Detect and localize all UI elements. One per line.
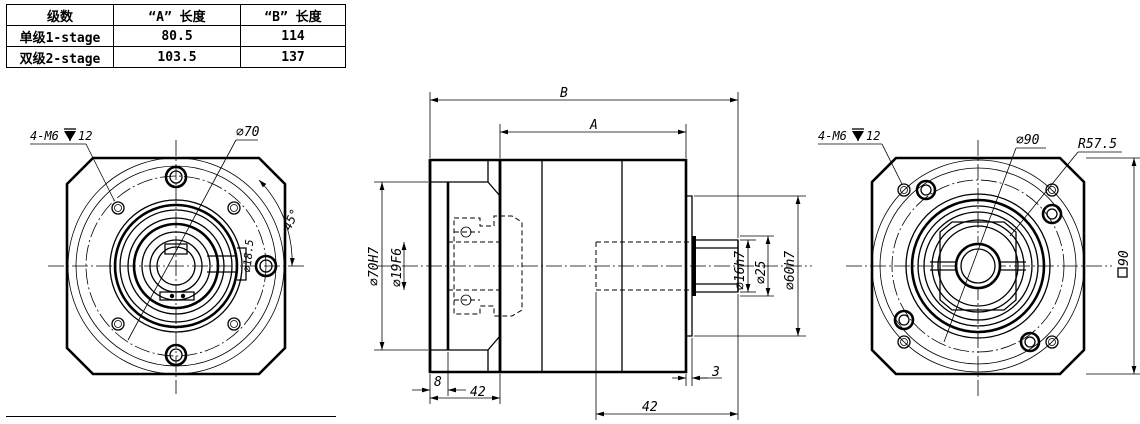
right-end-view: 4-M6 12 ⌀90 R57.5 90 — [818, 128, 1140, 396]
dia-shoulder-label: ⌀25 — [754, 260, 769, 284]
dim-42-right-label: 42 — [642, 400, 658, 415]
left-thread-label: 4-M6 — [30, 129, 59, 143]
dia-pilot-label: ⌀70H7 — [367, 247, 382, 286]
table-cell: 103.5 — [113, 46, 241, 68]
bottom-rule — [6, 416, 336, 417]
angle-label: 45° — [280, 207, 302, 233]
dia-spigot-label: ⌀60h7 — [783, 251, 798, 290]
table-row: 双级2-stage 103.5 137 — [6, 46, 346, 68]
dim-a-label: A — [589, 118, 598, 133]
dia-bore-label: ⌀19F6 — [390, 248, 405, 287]
dia-shaft-label: ⌀16h7 — [733, 251, 748, 290]
dim-42-left-label: 42 — [470, 385, 486, 400]
dim-3-label: 3 — [711, 365, 720, 380]
table-cell: 80.5 — [113, 25, 241, 47]
left-front-view: ⌀18.5 4-M6 12 ⌀70 45° — [30, 125, 306, 394]
table-cell: 137 — [240, 46, 346, 68]
spec-table: 级数 “A” 长度 “B” 长度 单级1-stage 80.5 114 双级2-… — [6, 4, 346, 68]
side-view: B A ⌀70H7 ⌀19F6 ⌀16h7 ⌀25 ⌀60h7 8 — [367, 86, 812, 420]
right-thread-depth: 12 — [866, 129, 880, 143]
left-pcd-label: ⌀70 — [236, 125, 260, 140]
dim-8-label: 8 — [434, 375, 442, 390]
dim-b-label: B — [560, 86, 568, 101]
right-thread-label: 4-M6 — [818, 129, 847, 143]
square-label: 90 — [1117, 250, 1132, 266]
table-cell: 双级2-stage — [6, 46, 114, 68]
table-row: 单级1-stage 80.5 114 — [6, 25, 346, 47]
right-pcd-label: ⌀90 — [1016, 133, 1040, 148]
small-dim-label: ⌀18.5 — [240, 239, 256, 273]
radius-label: R57.5 — [1078, 137, 1117, 152]
left-thread-depth: 12 — [78, 129, 92, 143]
